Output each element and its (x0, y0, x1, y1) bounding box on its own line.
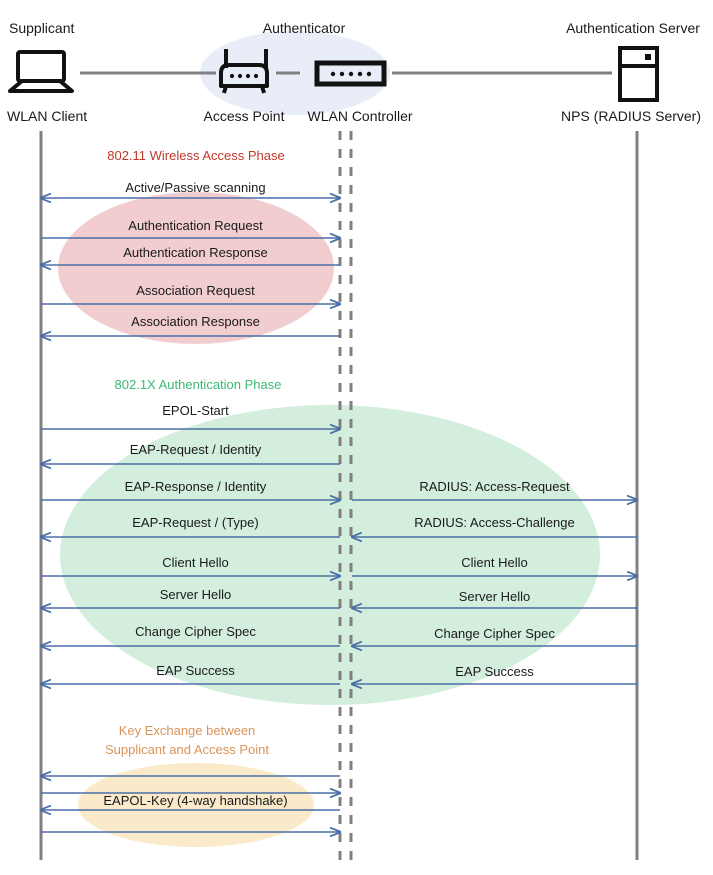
message-server-hello-right: Server Hello (352, 589, 637, 608)
message-eapol-start: EPOL-Start (41, 403, 340, 429)
message-label-eap-success-left: EAP Success (156, 663, 235, 678)
phase-title-wireless-access: 802.11 Wireless Access Phase (107, 148, 285, 163)
message-authentication-request: Authentication Request (41, 218, 340, 238)
phase-title-key-exchange-line2: Supplicant and Access Point (105, 742, 269, 757)
message-label-active-passive-scanning: Active/Passive scanning (125, 180, 265, 195)
message-label-eapol-key-3: EAPOL-Key (4-way handshake) (103, 793, 287, 808)
message-authentication-response: Authentication Response (41, 245, 340, 265)
message-radius-access-request: RADIUS: Access-Request (352, 479, 637, 500)
message-label-eap-success-right: EAP Success (455, 664, 534, 679)
message-eap-request-identity: EAP-Request / Identity (41, 442, 340, 464)
message-label-server-hello-right: Server Hello (459, 589, 531, 604)
message-label-radius-access-challenge: RADIUS: Access-Challenge (414, 515, 574, 530)
message-radius-access-challenge: RADIUS: Access-Challenge (352, 515, 637, 537)
message-eap-response-identity: EAP-Response / Identity (41, 479, 340, 500)
message-label-eap-request-type: EAP-Request / (Type) (132, 515, 258, 530)
message-client-hello-left: Client Hello (41, 555, 340, 576)
message-change-cipher-spec-left: Change Cipher Spec (41, 624, 340, 646)
message-label-radius-access-request: RADIUS: Access-Request (419, 479, 570, 494)
phase-ellipses-layer (58, 192, 600, 847)
actor-role-authentication-server: Authentication Server (566, 20, 700, 36)
phase-titles-layer: 802.11 Wireless Access Phase 802.1X Auth… (105, 148, 285, 757)
message-label-server-hello-left: Server Hello (160, 587, 232, 602)
message-label-change-cipher-spec-left: Change Cipher Spec (135, 624, 256, 639)
message-eap-request-type: EAP-Request / (Type) (41, 515, 340, 537)
phase-title-key-exchange-line1: Key Exchange between (119, 723, 256, 738)
message-label-association-response: Association Response (131, 314, 260, 329)
message-association-request: Association Request (41, 283, 340, 304)
actor-device-access-point: Access Point (204, 108, 285, 124)
actor-role-authenticator: Authenticator (263, 20, 346, 36)
server-tower-icon (618, 46, 659, 102)
message-label-change-cipher-spec-right: Change Cipher Spec (434, 626, 555, 641)
actor-device-wlan-controller: WLAN Controller (307, 108, 412, 124)
message-label-eap-request-identity: EAP-Request / Identity (130, 442, 262, 457)
message-server-hello-left: Server Hello (41, 587, 340, 608)
laptop-icon (8, 50, 74, 93)
phase-ellipse-wireless-access (58, 192, 334, 344)
actor-device-wlan-client: WLAN Client (7, 108, 87, 124)
message-label-client-hello-right: Client Hello (461, 555, 527, 570)
message-active-passive-scanning: Active/Passive scanning (41, 180, 340, 198)
actor-device-nps: NPS (RADIUS Server) (561, 108, 701, 124)
message-label-client-hello-left: Client Hello (162, 555, 228, 570)
message-label-authentication-response: Authentication Response (123, 245, 268, 260)
phase-ellipse-dot1x (60, 405, 600, 705)
phase-title-dot1x: 802.1X Authentication Phase (115, 377, 282, 392)
actor-labels-layer: Supplicant WLAN Client Authenticator Acc… (7, 20, 701, 124)
message-change-cipher-spec-right: Change Cipher Spec (352, 626, 637, 646)
message-label-eapol-start: EPOL-Start (162, 403, 229, 418)
message-label-eap-response-identity: EAP-Response / Identity (125, 479, 267, 494)
message-association-response: Association Response (41, 314, 340, 336)
message-eap-success-right: EAP Success (352, 664, 637, 684)
wireless-router-icon (219, 49, 269, 94)
message-label-authentication-request: Authentication Request (128, 218, 263, 233)
controller-box-icon (314, 60, 387, 87)
message-eap-success-left: EAP Success (41, 663, 340, 684)
message-client-hello-right: Client Hello (352, 555, 637, 576)
message-eapol-key-3: EAPOL-Key (4-way handshake) (41, 793, 340, 810)
actor-role-supplicant: Supplicant (9, 20, 74, 36)
phase-ellipse-key-exchange (78, 763, 314, 847)
message-label-association-request: Association Request (136, 283, 255, 298)
